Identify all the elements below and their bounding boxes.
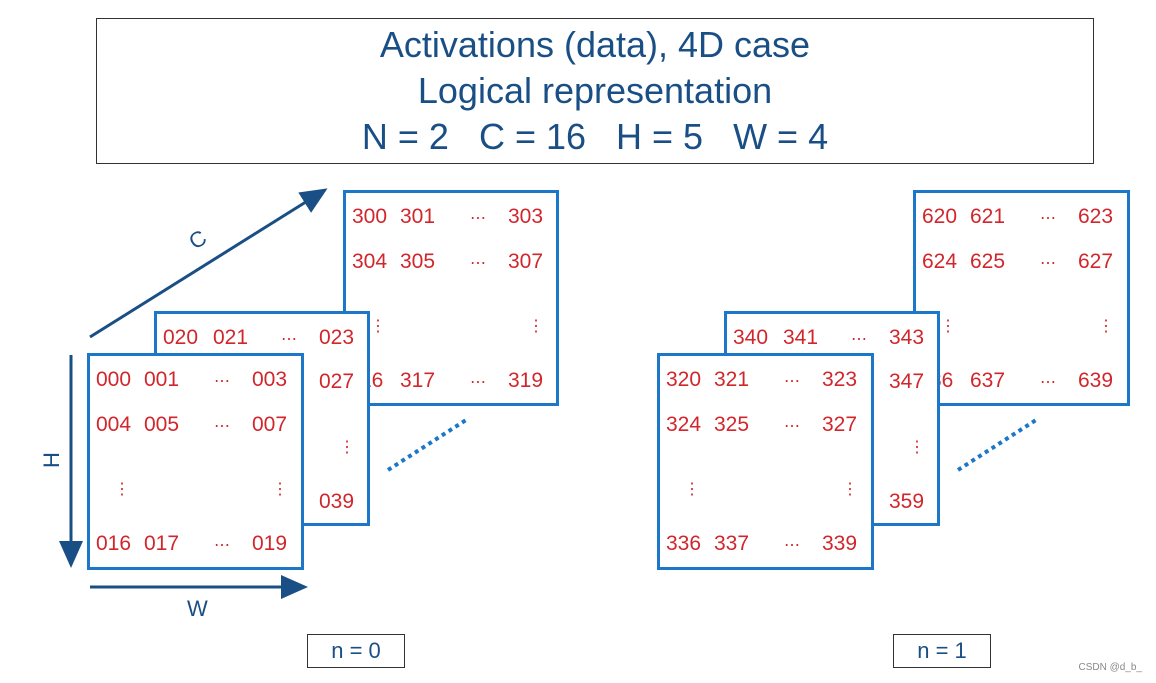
ellipsis: ⋯	[470, 255, 486, 272]
title-line-2: Logical representation	[417, 70, 773, 111]
value-cell: 325	[714, 413, 750, 436]
value-cell: 347	[889, 370, 925, 393]
value-cell: 004	[96, 413, 132, 436]
n1-back-channel-frame: 620 621 ⋯ 623 624 625 ⋯ 627 ⋮ ⋮ 36 637 ⋯…	[913, 190, 1130, 406]
ellipsis: ⋮	[370, 318, 386, 335]
c-axis-arrow	[89, 188, 328, 339]
value-cell: 027	[319, 370, 355, 393]
value-cell: 320	[666, 368, 702, 391]
ellipsis: ⋯	[784, 418, 800, 435]
ellipsis: ⋯	[784, 373, 800, 390]
value-cell: 300	[352, 205, 388, 228]
ellipsis: ⋯	[851, 331, 867, 348]
ellipsis: ⋮	[1098, 318, 1114, 335]
value-cell: 023	[319, 326, 355, 349]
value-cell: 625	[970, 250, 1006, 273]
title-line-3: N = 2 C = 16 H = 5 W = 4	[361, 116, 829, 157]
value-cell: 324	[666, 413, 702, 436]
value-cell: 621	[970, 205, 1006, 228]
value-cell: 321	[714, 368, 750, 391]
value-cell: 339	[822, 532, 858, 555]
value-cell: 307	[508, 250, 544, 273]
value-cell: 343	[889, 326, 925, 349]
value-cell: 319	[508, 369, 544, 392]
value-cell: 623	[1078, 205, 1114, 228]
ellipsis: ⋯	[784, 537, 800, 554]
value-cell: 620	[922, 205, 958, 228]
ellipsis: ⋯	[281, 331, 297, 348]
more-channels-dots-n0	[386, 418, 468, 472]
h-axis-label: H	[38, 452, 64, 468]
value-cell: 327	[822, 413, 858, 436]
ellipsis: ⋯	[214, 418, 230, 435]
w-axis-label: W	[187, 596, 208, 621]
ellipsis: ⋮	[909, 439, 925, 456]
value-cell: 317	[400, 369, 436, 392]
value-cell: 017	[144, 532, 180, 555]
ellipsis: ⋮	[272, 481, 288, 498]
value-cell: 341	[783, 326, 819, 349]
ellipsis: ⋯	[1040, 374, 1056, 391]
title-box: Activations (data), 4D case Logical repr…	[96, 18, 1094, 164]
more-channels-dots-n1	[956, 418, 1038, 472]
value-cell: 003	[252, 368, 288, 391]
value-cell: 000	[96, 368, 132, 391]
value-cell: 303	[508, 205, 544, 228]
value-cell: 016	[96, 532, 132, 555]
value-cell: 323	[822, 368, 858, 391]
ellipsis: ⋮	[842, 481, 858, 498]
ellipsis: ⋯	[470, 374, 486, 391]
ellipsis: ⋯	[1040, 255, 1056, 272]
value-cell: 304	[352, 250, 388, 273]
value-cell: 336	[666, 532, 702, 555]
value-cell: 340	[733, 326, 769, 349]
value-cell: 337	[714, 532, 750, 555]
value-cell: 359	[889, 490, 925, 513]
ellipsis: ⋮	[940, 318, 956, 335]
ellipsis: ⋮	[528, 318, 544, 335]
batch-label-n1: n = 1	[893, 634, 991, 668]
n0-back-channel-frame: 300 301 ⋯ 303 304 305 ⋯ 307 ⋮ ⋮ 16 317 ⋯…	[343, 190, 559, 406]
title-line-1: Activations (data), 4D case	[379, 24, 811, 65]
value-cell: 020	[163, 326, 199, 349]
value-cell: 019	[252, 532, 288, 555]
ellipsis: ⋯	[1040, 210, 1056, 227]
watermark: CSDN @d_b_	[1078, 662, 1142, 673]
ellipsis: ⋮	[114, 481, 130, 498]
value-cell: 627	[1078, 250, 1114, 273]
value-cell: 001	[144, 368, 180, 391]
n0-front-channel-frame: 000 001 ⋯ 003 004 005 ⋯ 007 ⋮ ⋮ 016 017 …	[87, 353, 304, 570]
ellipsis: ⋮	[684, 481, 700, 498]
batch-label-n0: n = 0	[307, 634, 405, 668]
ellipsis: ⋮	[339, 439, 355, 456]
ellipsis: ⋯	[470, 210, 486, 227]
value-cell: 301	[400, 205, 436, 228]
value-cell: 637	[970, 369, 1006, 392]
value-cell: 007	[252, 413, 288, 436]
value-cell: 039	[319, 490, 355, 513]
n1-front-channel-frame: 320 321 ⋯ 323 324 325 ⋯ 327 ⋮ ⋮ 336 337 …	[657, 353, 874, 570]
value-cell: 305	[400, 250, 436, 273]
value-cell: 624	[922, 250, 958, 273]
value-cell: 021	[213, 326, 249, 349]
value-cell: 639	[1078, 369, 1114, 392]
ellipsis: ⋯	[214, 537, 230, 554]
ellipsis: ⋯	[214, 373, 230, 390]
value-cell: 005	[144, 413, 180, 436]
